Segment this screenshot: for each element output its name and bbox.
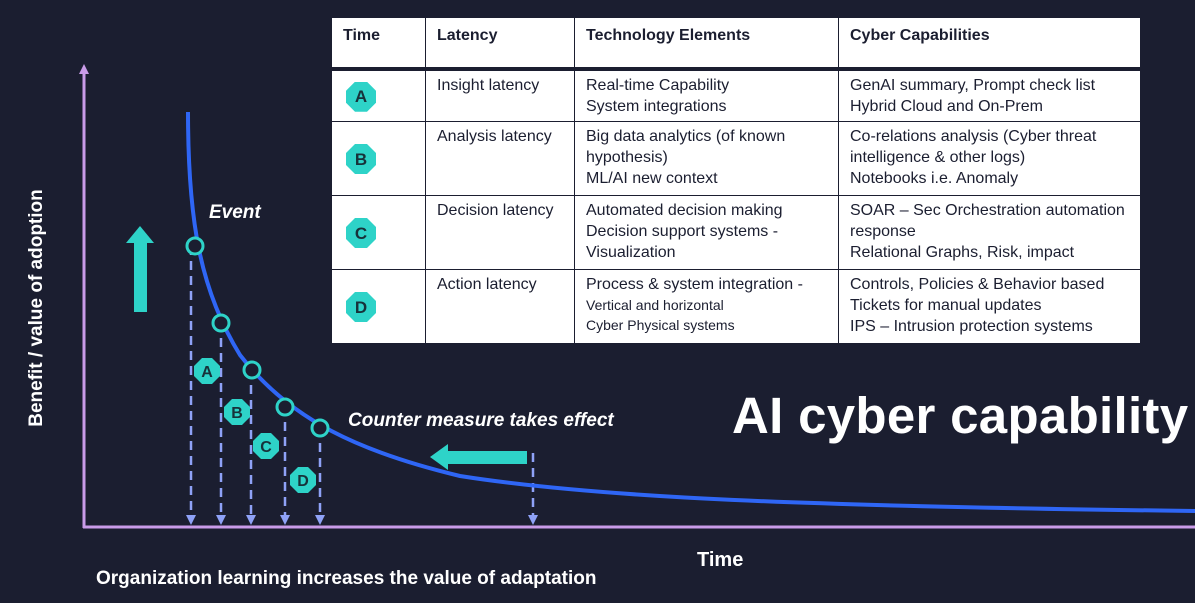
octagon-c-shape: [253, 433, 279, 459]
latency-cell: Action latency: [425, 268, 575, 344]
guide-arrowheads: [186, 515, 538, 525]
x-axis-label: Time: [697, 549, 744, 571]
octagon-d-label: D: [297, 473, 309, 490]
tech-line: Real-time Capability: [586, 77, 730, 94]
time-cell: D: [331, 268, 426, 344]
octagon-b: B: [224, 399, 250, 425]
marker-b: [242, 360, 262, 380]
arrowhead-counter: [528, 515, 538, 525]
tech-line: Decision support systems - Visualization: [586, 222, 779, 261]
header-time: Time: [331, 17, 426, 71]
table-row: D Action latency Process & system integr…: [331, 268, 1141, 344]
cyber-line: Tickets for manual updates: [850, 296, 1042, 314]
cyber-cell: Co-relations analysis (Cyber threat inte…: [838, 120, 1141, 196]
arrowhead-b: [246, 515, 256, 525]
ai-cyber-capability-title: AI cyber capability: [732, 387, 1189, 444]
tech-line: Process & system integration -: [586, 275, 803, 293]
footer-caption: Organization learning increases the valu…: [96, 568, 597, 589]
time-cell: A: [331, 68, 426, 122]
cyber-line: Hybrid Cloud and On-Prem: [850, 98, 1043, 115]
octagon-c: C: [253, 433, 279, 459]
cyber-line: GenAI summary, Prompt check list: [850, 77, 1096, 94]
time-badge: B: [346, 144, 376, 174]
arrowhead-a: [216, 515, 226, 525]
cyber-line: Co-relations analysis (Cyber threat inte…: [850, 127, 1097, 166]
marker-d: [310, 418, 330, 438]
cyber-line: SOAR – Sec Orchestration automation resp…: [850, 201, 1125, 240]
cyber-cell: SOAR – Sec Orchestration automation resp…: [838, 194, 1141, 270]
arrowhead-c: [280, 515, 290, 525]
header-cyber-capabilities: Cyber Capabilities: [838, 17, 1141, 71]
marker-event: [185, 236, 205, 256]
table-header-row: Time Latency Technology Elements Cyber C…: [331, 17, 1141, 71]
left-arrow-icon: [430, 444, 527, 470]
latency-cell: Decision latency: [425, 194, 575, 270]
tech-cell: Automated decision making Decision suppo…: [574, 194, 839, 270]
up-arrow-shaft: [134, 242, 147, 312]
octagon-a-shape: [194, 358, 220, 384]
table-row: B Analysis latency Big data analytics (o…: [331, 120, 1141, 196]
latency-cell: Insight latency: [425, 68, 575, 122]
tech-line: Cyber Physical systems: [586, 316, 735, 333]
octagon-a-label: A: [201, 364, 213, 381]
octagon-a: A: [194, 358, 220, 384]
tech-line: ML/AI new context: [586, 169, 718, 187]
time-cell: B: [331, 120, 426, 196]
left-arrow-shaft: [446, 451, 527, 464]
tech-line: Vertical and horizontal: [586, 296, 724, 313]
octagon-d: D: [290, 467, 316, 493]
y-axis-arrowhead: [79, 64, 89, 74]
arrowhead-d: [315, 515, 325, 525]
event-label: Event: [209, 202, 261, 223]
tech-cell: Process & system integration - Vertical …: [574, 268, 839, 344]
y-axis-label: Benefit / value of adoption: [26, 189, 47, 427]
time-badge: D: [346, 292, 376, 322]
counter-measure-label: Counter measure takes effect: [348, 410, 614, 431]
cyber-cell: Controls, Policies & Behavior based Tick…: [838, 268, 1141, 344]
capabilities-table: Time Latency Technology Elements Cyber C…: [331, 17, 1141, 344]
cyber-line: Relational Graphs, Risk, impact: [850, 243, 1075, 261]
header-technology-elements: Technology Elements: [574, 17, 839, 71]
time-badge: C: [346, 218, 376, 248]
left-arrow-head: [430, 444, 448, 470]
marker-c: [275, 397, 295, 417]
tech-cell: Big data analytics (of known hypothesis)…: [574, 120, 839, 196]
curve-markers: [185, 236, 330, 438]
octagon-b-shape: [224, 399, 250, 425]
octagon-d-shape: [290, 467, 316, 493]
tech-line: Big data analytics (of known hypothesis): [586, 127, 786, 166]
octagon-c-label: C: [260, 439, 272, 456]
time-badge: A: [346, 81, 376, 112]
cyber-line: IPS – Intrusion protection systems: [850, 317, 1093, 335]
header-latency: Latency: [425, 17, 575, 71]
up-arrow-icon: [126, 226, 154, 312]
octagon-b-label: B: [231, 405, 243, 422]
arrowhead-event: [186, 515, 196, 525]
marker-a: [211, 313, 231, 333]
latency-cell: Analysis latency: [425, 120, 575, 196]
up-arrow-head: [126, 226, 154, 243]
cyber-line: Notebooks i.e. Anomaly: [850, 169, 1019, 187]
cyber-line: Controls, Policies & Behavior based: [850, 275, 1105, 293]
dashed-guides: [189, 246, 535, 516]
tech-cell: Real-time Capability System integrations: [574, 68, 839, 122]
table-row: C Decision latency Automated decision ma…: [331, 194, 1141, 270]
tech-line: System integrations: [586, 98, 727, 115]
cyber-cell: GenAI summary, Prompt check list Hybrid …: [838, 68, 1141, 122]
adoption-curve: [186, 111, 1195, 513]
time-cell: C: [331, 194, 426, 270]
table-row: A Insight latency Real-time Capability S…: [331, 68, 1141, 122]
tech-line: Automated decision making: [586, 201, 783, 219]
